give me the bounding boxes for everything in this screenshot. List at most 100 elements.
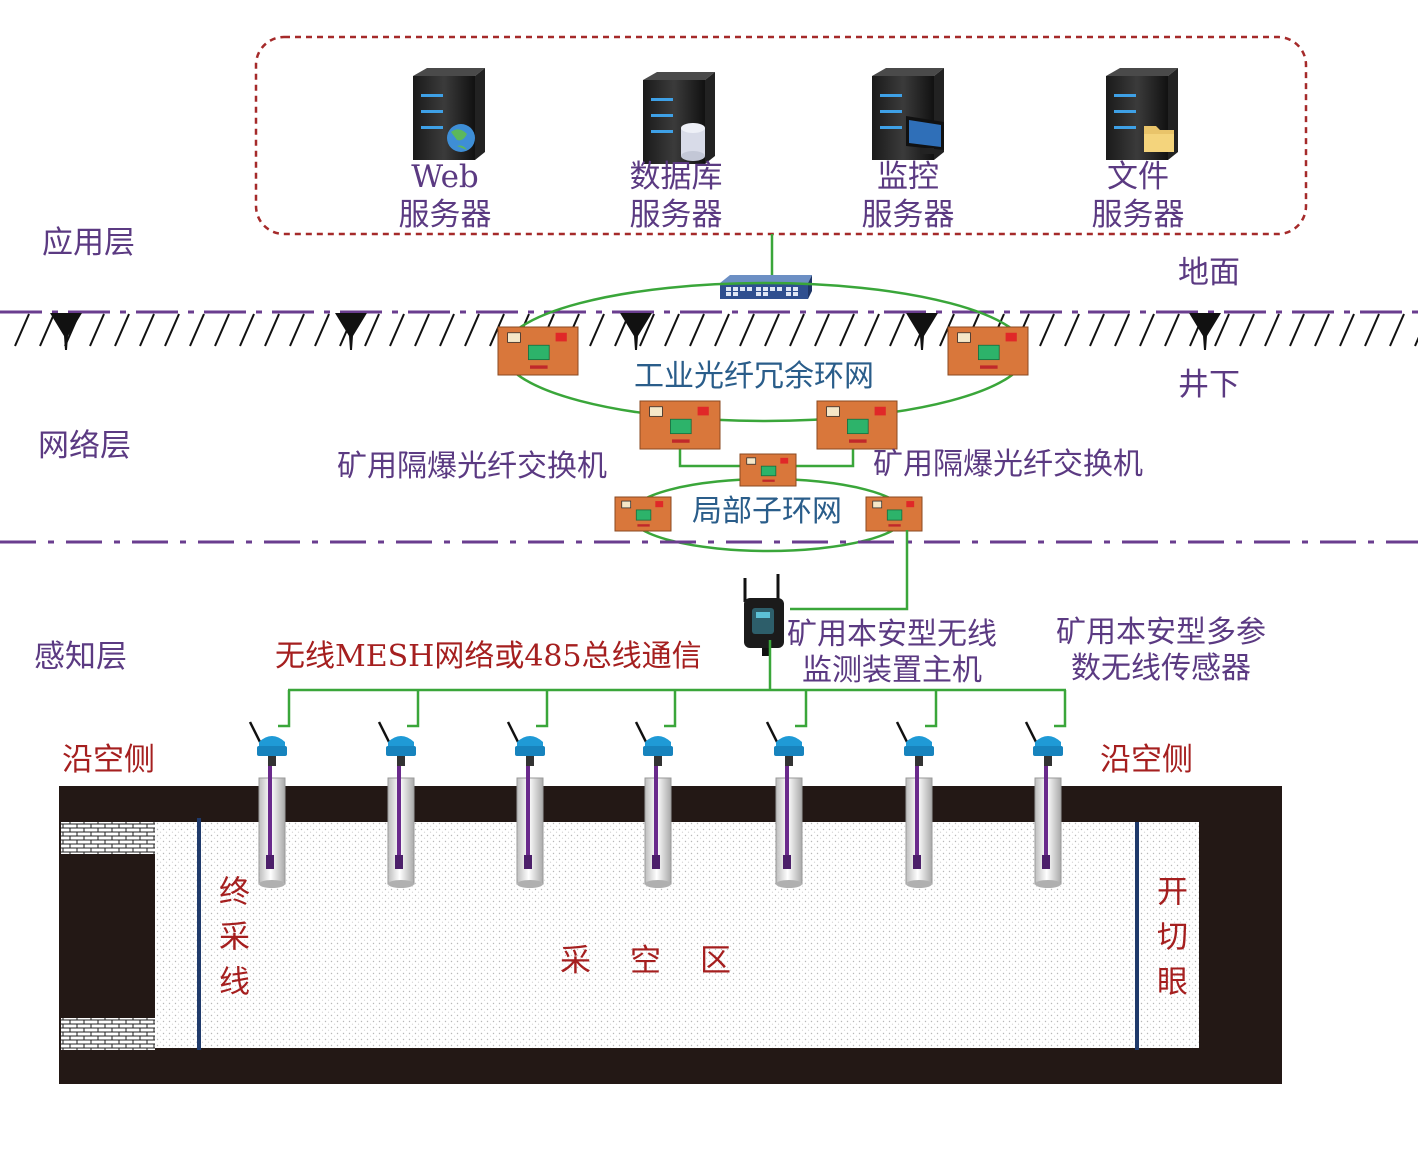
server-label-database-line1: 数据库 — [629, 159, 723, 195]
ground-hatch-stroke — [1364, 313, 1380, 347]
ground-hatch-stroke — [39, 313, 55, 347]
sensor-icon — [1024, 690, 1067, 888]
server-label-monitor-line1: 监控 — [877, 159, 939, 195]
layer-label-perception: 感知层 — [34, 639, 127, 675]
ground-hatch-stroke — [14, 313, 30, 347]
server-label-database-line2: 服务器 — [629, 197, 723, 233]
sub-ring-node-box — [614, 496, 672, 532]
ground-hatch-stroke — [1314, 313, 1330, 347]
ground-markers — [50, 313, 1221, 350]
ground-hatch-stroke — [164, 313, 180, 347]
ground-hatch-stroke — [1089, 313, 1105, 347]
ground-marker-icon — [906, 313, 938, 350]
ground-hatch-stroke — [364, 313, 380, 347]
ground-hatch-stroke — [439, 313, 455, 347]
ground-hatch-stroke — [489, 313, 505, 347]
fiber-switch-box — [497, 326, 579, 376]
stop-line-label: 终采线 — [213, 875, 249, 1010]
ground-hatch-stroke — [739, 313, 755, 347]
ground-hatch-stroke — [1114, 313, 1130, 347]
sensor-label: 矿用本安型多参 数无线传感器 — [1056, 615, 1266, 687]
layer-label-application: 应用层 — [42, 225, 135, 261]
main-ring-label: 工业光纤冗余环网 — [634, 359, 874, 394]
ground-surface-label: 地面 — [1178, 255, 1240, 291]
server-label-web-line1: Web — [411, 159, 479, 195]
server-label-file-line1: 文件 — [1107, 159, 1169, 195]
host-label-line1: 矿用本安型无线 — [787, 617, 997, 652]
server-label-file: 文件 服务器 — [1086, 158, 1190, 234]
server-label-web-line2: 服务器 — [398, 197, 492, 233]
ground-hatch-stroke — [139, 313, 155, 347]
multi-parameter-sensors — [248, 690, 1067, 888]
ground-hatch-stroke — [1264, 313, 1280, 347]
sub-ring-label: 局部子环网 — [692, 494, 842, 529]
open-cut-label: 开切眼 — [1151, 875, 1187, 1010]
ground-hatch-stroke — [1414, 336, 1418, 347]
ground-hatch-stroke — [389, 313, 405, 347]
ground-marker-icon — [50, 313, 82, 350]
brick-wall-top — [61, 822, 155, 854]
sensor-icon — [895, 690, 938, 888]
underground-label: 井下 — [1178, 367, 1240, 403]
sensor-icon — [765, 690, 808, 888]
ground-hatch-stroke — [864, 313, 880, 347]
ground-hatch-stroke — [664, 313, 680, 347]
ground-hatch-stroke — [814, 313, 830, 347]
ground-hatch-stroke — [764, 313, 780, 347]
ground-hatch-stroke — [1139, 313, 1155, 347]
goaf-side-label-left: 沿空侧 — [62, 742, 155, 778]
server-globe-icon — [413, 68, 485, 160]
ground-hatch-stroke — [1039, 313, 1055, 347]
fiber-switch-box — [639, 400, 721, 450]
sensor-icon — [248, 690, 291, 888]
server-database-icon — [643, 72, 715, 164]
ground-hatch-stroke — [1164, 313, 1180, 347]
fiber-switch-boxes — [497, 326, 1029, 532]
goaf-label: 采 空 区 — [560, 943, 735, 979]
ground-hatch-stroke — [1214, 313, 1230, 347]
ground-hatch-stroke — [414, 313, 430, 347]
ground-hatch-stroke — [114, 313, 130, 347]
layer-label-network: 网络层 — [38, 428, 131, 464]
sub-ring-node-box — [865, 496, 923, 532]
goaf-area — [155, 822, 1199, 1048]
goaf-side-label-right: 沿空侧 — [1100, 742, 1193, 778]
switch-link-right — [795, 448, 855, 468]
sub-ring-node-box — [739, 453, 797, 487]
fiber-switch-label-left: 矿用隔爆光纤交换机 — [337, 449, 607, 484]
ground-hatch-stroke — [314, 313, 330, 347]
ground-hatch-stroke — [264, 313, 280, 347]
ground-marker-icon — [1189, 313, 1221, 350]
application-layer-box — [254, 35, 1308, 236]
sensor-label-line1: 矿用本安型多参 — [1056, 615, 1266, 650]
ground-hatch-stroke — [189, 313, 205, 347]
server-folder-icon — [1106, 68, 1178, 160]
ground-hatch-stroke — [1064, 313, 1080, 347]
network-switch-icon — [720, 275, 812, 299]
server-label-file-line2: 服务器 — [1091, 197, 1185, 233]
server-label-database: 数据库 服务器 — [624, 158, 728, 234]
server-label-monitor: 监控 服务器 — [856, 158, 960, 234]
ground-hatch-stroke — [1289, 313, 1305, 347]
ground-hatch-stroke — [689, 313, 705, 347]
ground-hatch-stroke — [289, 313, 305, 347]
sensor-icon — [506, 690, 549, 888]
ground-marker-icon — [335, 313, 367, 350]
fiber-switch-label-right: 矿用隔爆光纤交换机 — [873, 447, 1143, 482]
sensor-icon — [377, 690, 420, 888]
ground-hatch-stroke — [239, 313, 255, 347]
bus-label: 无线MESH网络或485总线通信 — [275, 639, 702, 674]
ground-hatch-stroke — [1389, 313, 1405, 347]
switch-link-left — [678, 448, 748, 468]
server-monitor-icon — [872, 68, 944, 160]
ground-hatch-stroke — [214, 313, 230, 347]
ground-marker-icon — [620, 313, 652, 350]
ground-hatch-stroke — [1339, 313, 1355, 347]
ground-hatch-stroke — [939, 313, 955, 347]
ground-hatch-stroke — [464, 313, 480, 347]
ground-hatch-stroke — [589, 313, 605, 347]
ground-hatch-stroke — [1239, 313, 1255, 347]
host-label-line2: 监测装置主机 — [802, 653, 982, 688]
server-label-web: Web 服务器 — [393, 158, 497, 234]
